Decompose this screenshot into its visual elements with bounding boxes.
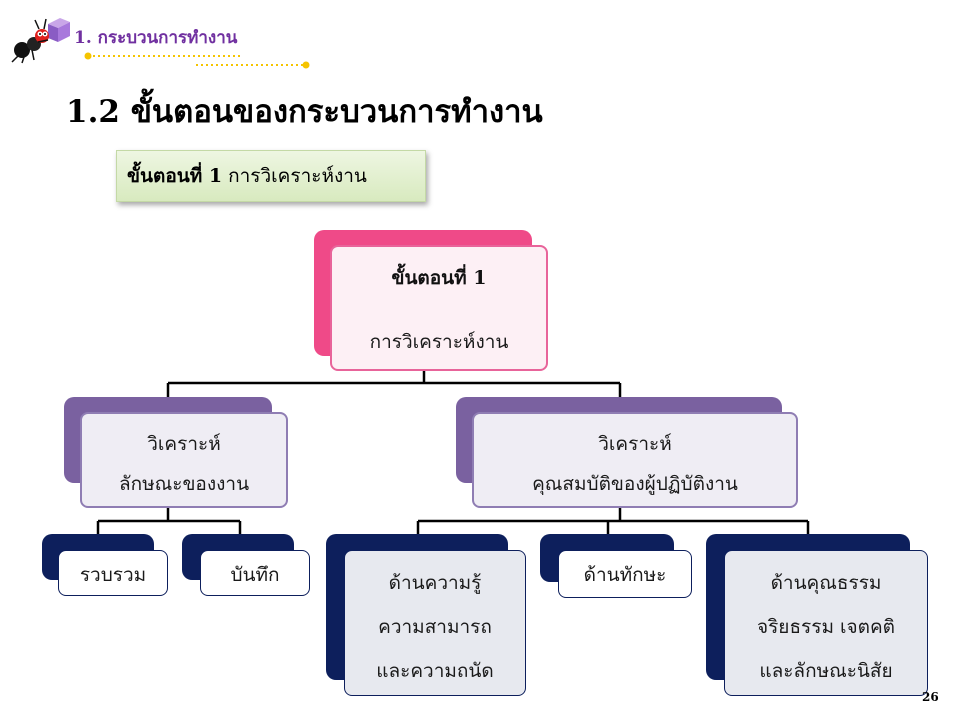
page-number: 26 [922, 690, 939, 704]
dotted-decoration [84, 52, 310, 69]
node-job-characteristics: วิเคราะห์ ลักษณะของงาน [80, 412, 288, 508]
node-label-line2: จริยธรรม เจตคติ [756, 616, 896, 638]
ant-mascot-icon [11, 18, 70, 64]
node-label-line3: และลักษณะนิสัย [759, 660, 893, 682]
page-title: 1.2 ขั้นตอนของกระบวนการทำงาน [66, 94, 543, 130]
node-skill: ด้านทักษะ [558, 550, 692, 598]
node-label-line1: ด้านความรู้ [388, 572, 482, 594]
node-label-line2: ความสามารถ [378, 616, 492, 638]
node-label-line2: ลักษณะของงาน [118, 473, 250, 495]
node-label-line1: ด้านคุณธรรม [770, 572, 882, 594]
node-label-line1: วิเคราะห์ [598, 433, 672, 455]
step-subtitle-box: ขั้นตอนที่ 1 การวิเคราะห์งาน [116, 150, 426, 202]
node-record: บันทึก [200, 550, 310, 596]
root-node-step: ขั้นตอนที่ 1 [391, 267, 487, 289]
subtitle-text: การวิเคราะห์งาน [228, 165, 367, 187]
node-collect: รวบรวม [58, 550, 168, 596]
root-node: ขั้นตอนที่ 1 การวิเคราะห์งาน [330, 245, 548, 371]
node-ethics: ด้านคุณธรรม จริยธรรม เจตคติ และลักษณะนิส… [724, 550, 928, 696]
node-label-line3: และความถนัด [376, 660, 494, 682]
node-label-line2: คุณสมบัติของผู้ปฏิบัติงาน [532, 473, 738, 495]
node-knowledge: ด้านความรู้ ความสามารถ และความถนัด [344, 550, 526, 696]
node-worker-qualifications: วิเคราะห์ คุณสมบัติของผู้ปฏิบัติงาน [472, 412, 798, 508]
node-label-line1: วิเคราะห์ [147, 433, 221, 455]
root-node-label: การวิเคราะห์งาน [369, 331, 509, 353]
breadcrumb: 1. กระบวนการทำงาน [74, 28, 238, 48]
subtitle-step: ขั้นตอนที่ 1 [127, 165, 223, 187]
